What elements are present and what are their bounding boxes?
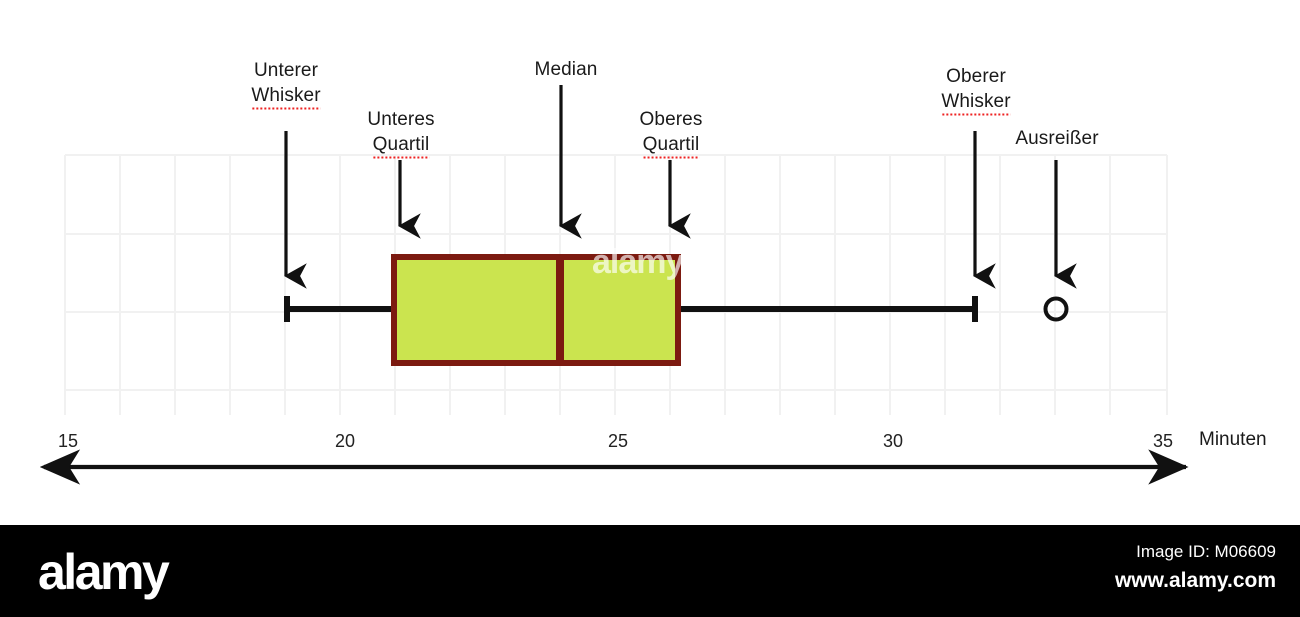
annotation-label-lower-whisker-line1: Unterer xyxy=(253,60,319,81)
annotation-label-upper-quartile-line1: Oberes xyxy=(639,109,703,130)
annotation-label-upper-whisker-line2: Whisker xyxy=(941,89,1011,116)
x-axis-unit-label: Minuten xyxy=(1199,429,1267,450)
annotation-label-lower-whisker-line2: Whisker xyxy=(251,83,321,110)
annotation-label-upper-quartile-line2: Quartil xyxy=(642,132,700,159)
x-tick-label-35: 35 xyxy=(1152,431,1174,451)
annotation-label-lower-quartile: Unteres Quartil xyxy=(367,107,435,159)
x-tick-label-25: 25 xyxy=(607,431,629,451)
annotation-label-outlier: Ausreißer xyxy=(1015,126,1098,151)
annotation-label-upper-whisker: Oberer Whisker xyxy=(941,64,1011,116)
x-tick-label-30: 30 xyxy=(882,431,904,451)
boxplot-box-group xyxy=(391,254,681,366)
alamy-footer-logo: alamy xyxy=(38,544,170,600)
x-tick-label-15: 15 xyxy=(57,431,79,451)
alamy-url: www.alamy.com xyxy=(1114,569,1276,592)
annotation-label-median: Median xyxy=(535,57,598,82)
annotation-label-upper-quartile: Oberes Quartil xyxy=(639,107,703,159)
annotation-label-lower-quartile-line1: Unteres xyxy=(367,109,435,130)
alamy-footer-bar: alamy Image ID: M06609 www.alamy.com xyxy=(0,525,1300,617)
annotation-label-median-line1: Median xyxy=(534,59,598,80)
boxplot-chart: Unterer Whisker Unteres Quartil Median O… xyxy=(39,57,1267,485)
annotation-label-upper-whisker-line1: Oberer xyxy=(946,66,1006,87)
boxplot-outlier-marker xyxy=(1043,296,1069,322)
boxplot-box xyxy=(391,254,681,366)
boxplot-whiskers xyxy=(284,296,978,322)
annotation-label-lower-quartile-line2: Quartil xyxy=(372,132,430,159)
x-tick-label-20: 20 xyxy=(334,431,356,451)
annotation-label-lower-whisker: Unterer Whisker xyxy=(251,58,321,110)
boxplot-svg xyxy=(39,85,1189,485)
alamy-image-id: Image ID: M06609 xyxy=(1136,542,1276,561)
annotation-arrows xyxy=(284,85,1077,289)
annotation-label-outlier-line1: Ausreißer xyxy=(1015,128,1099,149)
